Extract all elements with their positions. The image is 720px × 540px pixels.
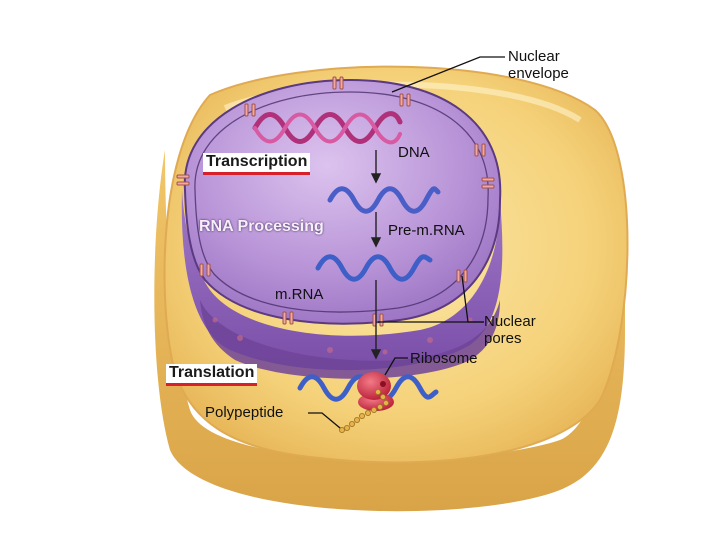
label-ribosome: Ribosome (410, 350, 478, 367)
nuclear-pores (176, 76, 495, 327)
pore-icon (399, 93, 411, 107)
leader-ribosome (384, 357, 408, 376)
flow-arrows (370, 150, 382, 360)
polypeptide-chain (338, 388, 389, 433)
leader-nuclear-envelope (391, 56, 505, 93)
label-nuclear-envelope: Nuclear envelope (508, 48, 569, 82)
label-nuclear-envelope-line2: envelope (508, 64, 569, 82)
mrna-strand-nucleus (315, 254, 433, 282)
pore-icon (474, 143, 486, 157)
dna-helix (252, 111, 403, 145)
dna-strand-a (252, 111, 403, 144)
label-pre-mrna: Pre-m.RNA (388, 222, 465, 239)
pore-icon (176, 174, 190, 186)
arrowhead-icon (370, 349, 382, 360)
pore-icon (456, 269, 468, 283)
pore-icon (199, 263, 211, 277)
label-dna: DNA (398, 144, 430, 161)
nuclear-envelope-inner (194, 91, 489, 313)
pore-icon (481, 177, 495, 189)
ribosome-large-subunit (357, 372, 391, 400)
label-nuclear-pores-line1: Nuclear (484, 313, 536, 330)
step-transcription: Transcription (203, 153, 311, 175)
step-rna-processing: RNA Processing (199, 218, 324, 235)
leader-polypeptide (308, 412, 341, 429)
label-nuclear-envelope-line1: Nuclear (508, 48, 560, 65)
label-mrna: m.RNA (275, 286, 324, 303)
nucleus-side (181, 190, 503, 371)
leader-lines (308, 56, 505, 429)
pore-icon (244, 103, 256, 117)
arrowhead-icon (370, 173, 382, 184)
ribosome-icon (357, 372, 394, 411)
cell-side (154, 150, 626, 512)
chromatin-flecks (212, 317, 473, 355)
pre-mrna-strand (327, 186, 441, 214)
step-translation: Translation (166, 364, 258, 386)
label-nuclear-pores-line2: pores (484, 329, 522, 347)
pore-icon (282, 311, 294, 325)
ribosome-site (380, 381, 386, 387)
pore-icon (332, 76, 344, 90)
dna-strand-b (253, 112, 402, 145)
nucleus-side-lower (200, 300, 500, 379)
nucleus-top (183, 78, 502, 325)
pore-icon (372, 313, 384, 327)
label-nuclear-pores: Nuclear pores (484, 313, 536, 347)
arrowhead-icon (370, 237, 382, 248)
label-polypeptide: Polypeptide (205, 404, 284, 421)
